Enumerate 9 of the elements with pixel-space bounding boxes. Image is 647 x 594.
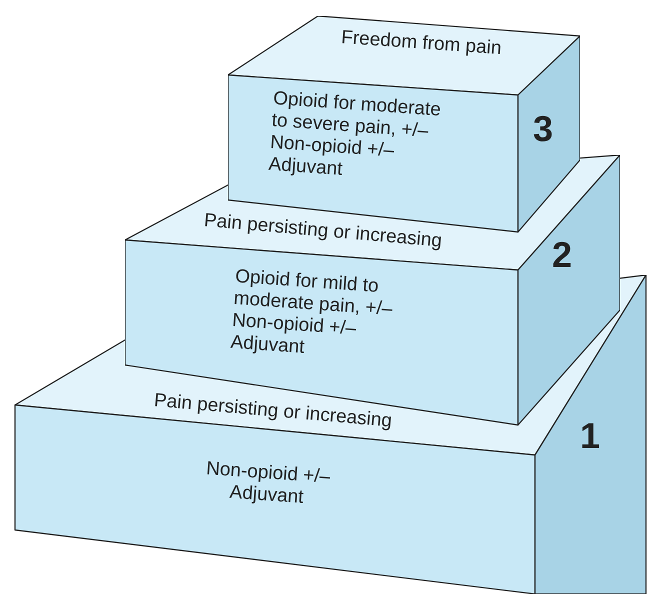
step-number: 3 <box>533 108 554 150</box>
step-text: Non-opioid +/– Adjuvant <box>204 458 332 510</box>
top-label: Pain persisting or increasing <box>153 390 394 434</box>
step-number: 2 <box>552 234 574 276</box>
step-text: Opioid for mild to moderate pain, +/– Non-opioid +/– Adjuvant <box>230 266 394 360</box>
top-label: Freedom from pain <box>340 27 504 61</box>
top-label: Pain persisting or increasing <box>203 210 444 254</box>
step-number: 1 <box>580 415 602 456</box>
step-text: Opioid for moderate to severe pain, +/– Non-opioid +/– Adjuvant <box>268 88 443 182</box>
